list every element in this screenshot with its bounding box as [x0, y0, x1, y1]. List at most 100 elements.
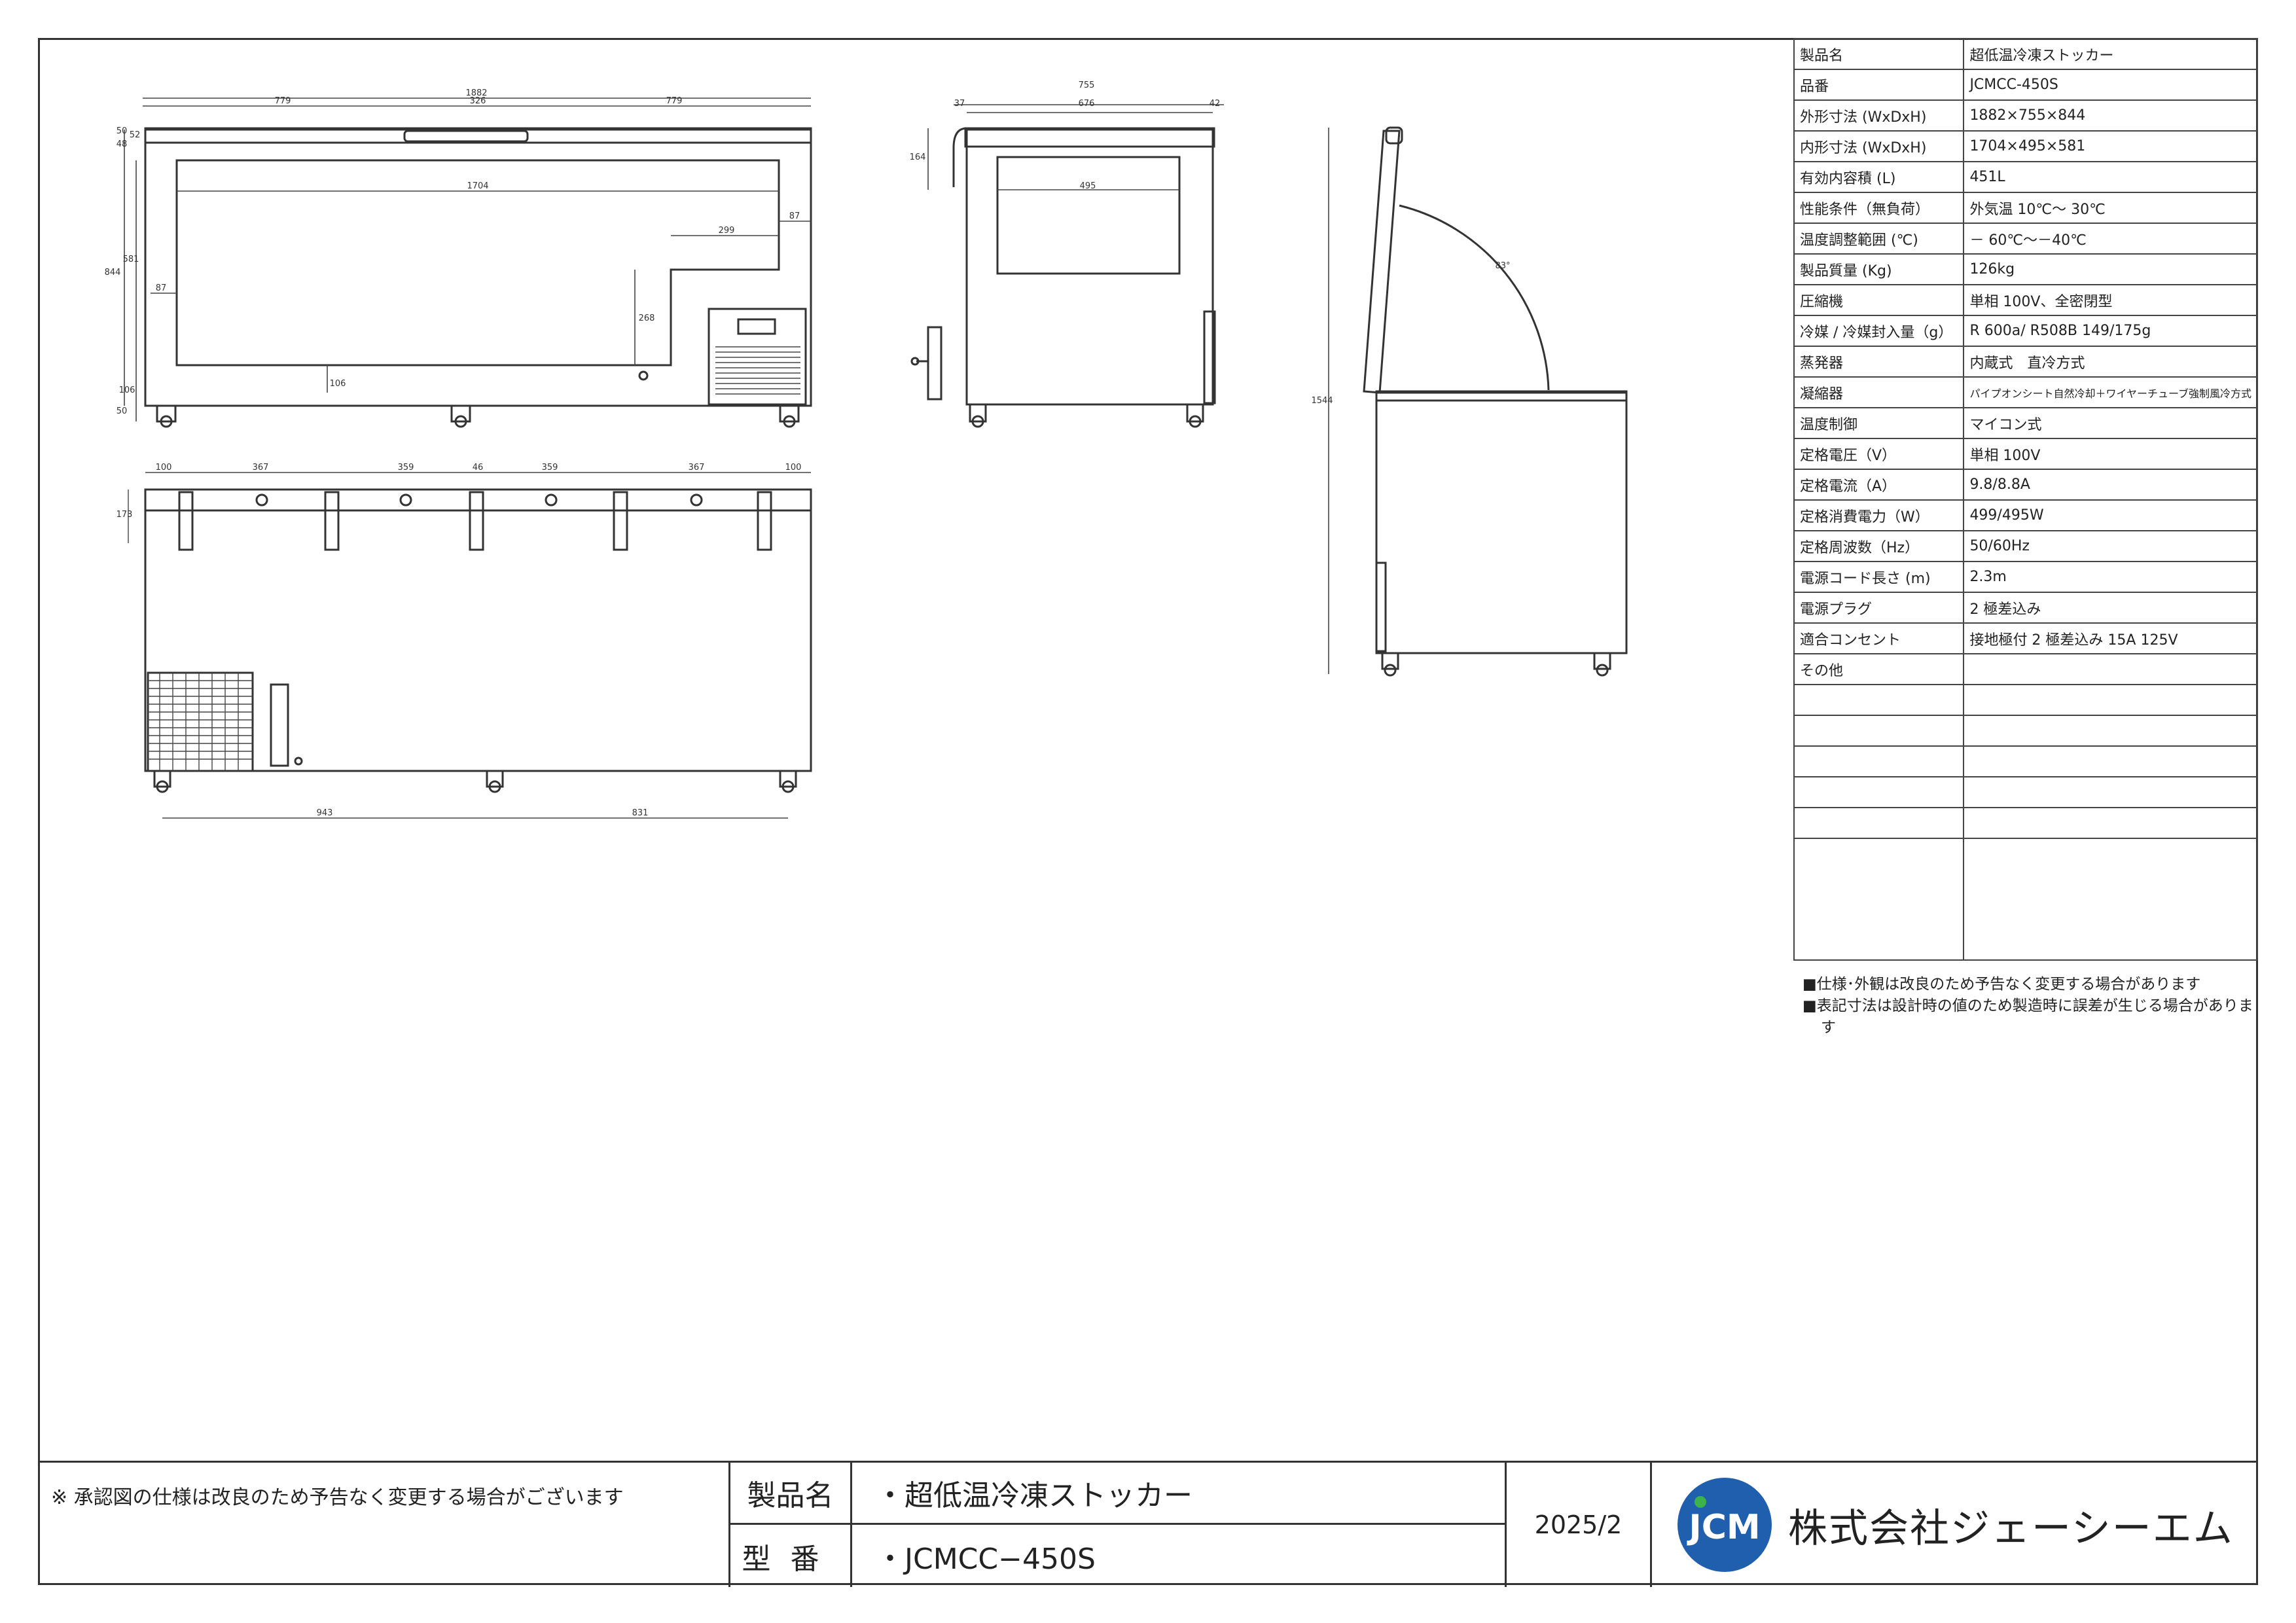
- spec-row: [1793, 715, 2258, 747]
- dim-rear-6: 100: [785, 463, 802, 473]
- spec-key: 温度制御: [1793, 407, 1965, 439]
- dim-rear-173: 173: [117, 510, 133, 520]
- spec-row: [1793, 807, 2258, 839]
- spec-row: 冷媒 / 冷媒封入量（g）R 600a/ R508B 149/175g: [1793, 315, 2258, 347]
- spec-value: パイプオンシート自然冷却＋ワイヤーチューブ強制風冷方式: [1963, 376, 2258, 408]
- spec-row: [1793, 684, 2258, 716]
- spec-row: 定格電圧（V）単相 100V: [1793, 438, 2258, 470]
- spec-row: その他: [1793, 653, 2258, 685]
- dim-rear-0: 100: [156, 463, 172, 473]
- spec-blank-cell: [1963, 838, 2258, 961]
- spec-value: 単相 100V、全密閉型: [1963, 284, 2258, 316]
- spec-blank-row: [1793, 838, 2258, 961]
- spec-value: [1963, 745, 2258, 777]
- product-name-label: 製品名: [730, 1463, 852, 1525]
- note-2: ■表記寸法は設計時の値のため製造時に誤差が生じる場合があります: [1803, 997, 2253, 1036]
- spec-key: 製品質量 (Kg): [1793, 253, 1965, 285]
- spec-value: JCMCC-450S: [1963, 69, 2258, 101]
- dim-caster-50: 50: [117, 406, 128, 416]
- title-block: ※ 承認図の仕様は改良のため予告なく変更する場合がございます 製品名 ・超低温冷…: [38, 1461, 2258, 1587]
- spec-value: 126kg: [1963, 253, 2258, 285]
- spec-row: 外形寸法 (WxDxH)1882×755×844: [1793, 99, 2258, 132]
- spec-key: 品番: [1793, 69, 1965, 101]
- dim-caster-span-right: 831: [632, 808, 649, 818]
- spec-value: 外気温 10℃～ 30℃: [1963, 192, 2258, 224]
- product-name-value: ・超低温冷凍ストッカー: [852, 1463, 1507, 1525]
- spec-row: 定格電流（A）9.8/8.8A: [1793, 469, 2258, 501]
- spec-key: 定格周波数（Hz）: [1793, 530, 1965, 562]
- spec-key: 蒸発器: [1793, 346, 1965, 378]
- notes: ■仕様･外観は改良のため予告なく変更する場合があります ■表記寸法は設計時の値の…: [1801, 974, 2259, 1039]
- spec-value: 単相 100V: [1963, 438, 2258, 470]
- spec-value: [1963, 653, 2258, 685]
- spec-value: R 600a/ R508B 149/175g: [1963, 315, 2258, 347]
- spec-key: 定格電圧（V）: [1793, 438, 1965, 470]
- dim-side-87: 87: [156, 283, 167, 293]
- spec-key: 冷媒 / 冷媒封入量（g）: [1793, 315, 1965, 347]
- spec-row: 性能条件（無負荷）外気温 10℃～ 30℃: [1793, 192, 2258, 224]
- spec-value: 接地極付 2 極差込み 15A 125V: [1963, 622, 2258, 654]
- company-name: 株式会社ジェーシーエム: [1788, 1505, 2234, 1552]
- spec-value: [1963, 715, 2258, 747]
- model-value: ・JCMCC−450S: [852, 1525, 1507, 1587]
- logo-text: JCM: [1687, 1508, 1760, 1547]
- spec-value: 1882×755×844: [1963, 99, 2258, 132]
- dim-lid-52: 52: [130, 130, 141, 140]
- spec-row: 温度制御マイコン式: [1793, 407, 2258, 439]
- dim-side-164: 164: [910, 152, 926, 162]
- spec-key: 有効内容積 (L): [1793, 161, 1965, 193]
- spec-key: [1793, 745, 1965, 777]
- dim-side-depth: 755: [1079, 80, 1095, 90]
- spec-key: 製品名: [1793, 38, 1965, 70]
- spec-row: [1793, 745, 2258, 777]
- spec-key: [1793, 776, 1965, 808]
- spec-row: 凝縮器パイプオンシート自然冷却＋ワイヤーチューブ強制風冷方式: [1793, 376, 2258, 408]
- spec-value: マイコン式: [1963, 407, 2258, 439]
- dim-edge-87: 87: [789, 211, 800, 221]
- spec-key: 電源コード長さ (m): [1793, 561, 1965, 593]
- dim-seg-right: 779: [666, 96, 683, 106]
- spec-row: 有効内容積 (L)451L: [1793, 161, 2258, 193]
- open-lid-view: [1363, 126, 1628, 677]
- spec-value: 9.8/8.8A: [1963, 469, 2258, 501]
- spec-key: 内形寸法 (WxDxH): [1793, 130, 1965, 162]
- spec-value: [1963, 684, 2258, 716]
- dim-lid-48: 48: [117, 139, 128, 149]
- dim-side-42: 42: [1210, 99, 1221, 109]
- dim-rear-1: 367: [253, 463, 269, 473]
- spec-value: 内蔵式 直冷方式: [1963, 346, 2258, 378]
- spec-key: 性能条件（無負荷）: [1793, 192, 1965, 224]
- jcm-logo-icon: JCM: [1677, 1478, 1772, 1572]
- company-block: JCM 株式会社ジェーシーエム: [1652, 1463, 2258, 1587]
- spec-key: [1793, 715, 1965, 747]
- dim-bottom-106b: 106: [330, 379, 346, 389]
- dim-side-495: 495: [1080, 181, 1096, 191]
- spec-key: 定格電流（A）: [1793, 469, 1965, 501]
- dim-step-268: 268: [639, 313, 655, 323]
- technical-drawings: 1882 779 326 779 1704 299 87 87 844 581 …: [105, 80, 1628, 819]
- spec-key: 圧縮機: [1793, 284, 1965, 316]
- spec-key: 温度調整範囲 (℃): [1793, 223, 1965, 255]
- dim-lid-angle: 83°: [1495, 261, 1510, 271]
- spec-row: 蒸発器内蔵式 直冷方式: [1793, 346, 2258, 378]
- spec-key: 定格消費電力（W）: [1793, 499, 1965, 531]
- spec-row: 内形寸法 (WxDxH)1704×495×581: [1793, 130, 2258, 162]
- spec-row: 製品質量 (Kg)126kg: [1793, 253, 2258, 285]
- spec-key: [1793, 807, 1965, 839]
- dim-side-37: 37: [954, 99, 965, 109]
- spec-value: 2 極差込み: [1963, 592, 2258, 624]
- spec-row: 適合コンセント接地極付 2 極差込み 15A 125V: [1793, 622, 2258, 654]
- spec-row: 電源コード長さ (m)2.3m: [1793, 561, 2258, 593]
- dim-seg-left: 779: [275, 96, 291, 106]
- spec-key: 電源プラグ: [1793, 592, 1965, 624]
- dim-rear-5: 367: [689, 463, 705, 473]
- spec-row: 圧縮機単相 100V、全密閉型: [1793, 284, 2258, 316]
- note-1: ■仕様･外観は改良のため予告なく変更する場合があります: [1803, 976, 2201, 993]
- front-view: [144, 127, 812, 428]
- dim-seg-center: 326: [470, 96, 486, 106]
- dim-lid-50: 50: [117, 126, 128, 136]
- dim-caster-span-left: 943: [317, 808, 333, 818]
- spec-row: 温度調整範囲 (℃)－ 60℃～－40℃: [1793, 223, 2258, 255]
